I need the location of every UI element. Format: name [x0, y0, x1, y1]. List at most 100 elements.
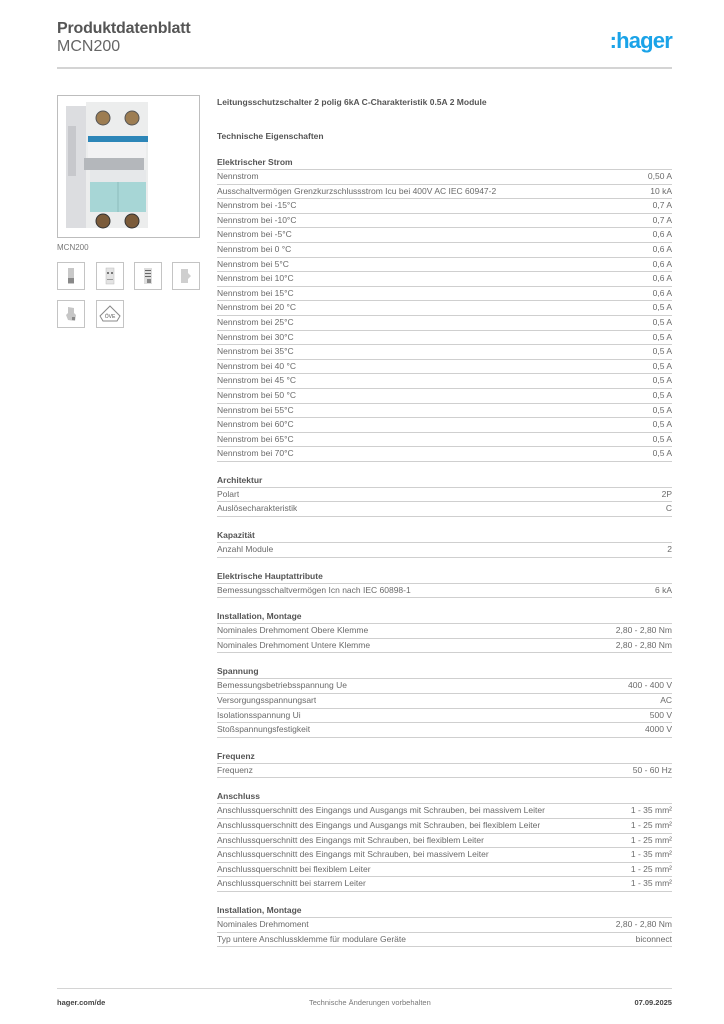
- product-description: Leitungsschutzschalter 2 polig 6kA C-Cha…: [217, 97, 487, 107]
- spec-row: Nennstrom bei 35°C 0,5 A: [217, 345, 672, 360]
- spec-value: 0,5 A: [652, 375, 672, 386]
- spec-row: Nennstrom bei 65°C 0,5 A: [217, 433, 672, 448]
- spec-label: Auslösecharakteristik: [217, 503, 298, 514]
- section-title: Elektrische Hauptattribute: [217, 570, 672, 584]
- page-footer: hager.com/de Technische Änderungen vorbe…: [57, 998, 672, 1007]
- section-title: Spannung: [217, 665, 672, 680]
- thumbnail-certification[interactable]: ÖVE: [96, 300, 124, 328]
- spec-label: Anschlussquerschnitt bei flexiblem Leite…: [217, 863, 371, 874]
- spec-value: 6 kA: [654, 584, 672, 595]
- section-title: Architektur: [217, 474, 672, 488]
- spec-value: 0,5 A: [652, 331, 672, 342]
- spec-value: 2: [667, 544, 672, 555]
- spec-row: Bemessungsschaltvermögen Icn nach IEC 60…: [217, 584, 672, 599]
- spec-label: Anschlussquerschnitt des Eingangs und Au…: [217, 820, 541, 830]
- spec-label: Anschlussquerschnitt des Eingangs und Au…: [217, 805, 545, 816]
- spec-row: Anschlussquerschnitt des Eingangs und Au…: [217, 819, 672, 834]
- spec-row: Nennstrom bei 25°C 0,5 A: [217, 316, 672, 331]
- section-title: Elektrischer Strom: [217, 156, 672, 170]
- spec-value: 0,6 A: [652, 258, 672, 269]
- section-title: Installation, Montage: [217, 904, 672, 918]
- spec-label: Anschlussquerschnitt des Eingangs mit Sc…: [217, 849, 489, 860]
- spec-label: Polart: [217, 488, 240, 499]
- footer-disclaimer: Technische Änderungen vorbehalten: [309, 998, 431, 1007]
- spec-row: Anschlussquerschnitt bei flexiblem Leite…: [217, 863, 672, 878]
- spec-value: 0,7 A: [652, 200, 672, 211]
- datasheet-content: Leitungsschutzschalter 2 polig 6kA C-Cha…: [217, 96, 672, 948]
- perspective-view-icon: [66, 307, 76, 321]
- spec-value: 0,6 A: [652, 273, 672, 284]
- spec-row: Typ untere Anschlussklemme für modulare …: [217, 933, 672, 948]
- spec-row: Frequenz 50 - 60 Hz: [217, 764, 672, 779]
- spec-value: 0,5 A: [652, 419, 672, 430]
- section-title: Anschluss: [217, 790, 672, 805]
- footer-divider: [57, 988, 672, 989]
- spec-value: 50 - 60 Hz: [632, 764, 672, 775]
- thumbnail-perspective-view[interactable]: [57, 300, 85, 328]
- thumbnail-front-view[interactable]: [57, 262, 85, 290]
- spec-label: Nominales Drehmoment Untere Klemme: [217, 639, 371, 650]
- footer-date: 07.09.2025: [634, 998, 672, 1007]
- spec-value: 1 - 35 mm²: [630, 878, 672, 889]
- thumbnail-front-detail[interactable]: [96, 262, 124, 290]
- spec-label: Bemessungsschaltvermögen Icn nach IEC 60…: [217, 584, 411, 595]
- front-view-icon: [68, 268, 74, 284]
- spec-value: 0,5 A: [652, 433, 672, 444]
- side-view-icon: [181, 269, 191, 283]
- footer-website-link[interactable]: hager.com/de: [57, 998, 106, 1007]
- hager-logo: :hager: [609, 28, 673, 53]
- spec-row: Anschlussquerschnitt des Eingangs mit Sc…: [217, 848, 672, 863]
- spec-value: 0,5 A: [652, 346, 672, 357]
- spec-row: Anschlussquerschnitt des Eingangs mit Sc…: [217, 834, 672, 849]
- spec-row: Polart 2P: [217, 488, 672, 503]
- spec-row: Anschlussquerschnitt des Eingangs und Au…: [217, 804, 672, 819]
- spec-value: AC: [660, 695, 672, 706]
- spec-label: Versorgungsspannungsart: [217, 695, 317, 706]
- spec-label: Nominales Drehmoment: [217, 918, 309, 929]
- spec-value: 0,6 A: [652, 243, 672, 254]
- spec-value: 0,5 A: [652, 316, 672, 327]
- spec-label: Ausschaltvermögen Grenzkurzschlussstrom …: [217, 185, 497, 196]
- spec-value: 2,80 - 2,80 Nm: [615, 918, 672, 929]
- spec-label: Typ untere Anschlussklemme für modulare …: [217, 933, 406, 944]
- front-detail-icon: [105, 267, 115, 285]
- spec-label: Nennstrom bei 40 °C: [217, 360, 296, 371]
- spec-label: Nennstrom bei 70°C: [217, 448, 294, 459]
- spec-value: 2,80 - 2,80 Nm: [615, 625, 672, 636]
- spec-label: Anschlussquerschnitt des Eingangs mit Sc…: [217, 834, 484, 845]
- spec-label: Nennstrom bei 15°C: [217, 287, 294, 298]
- spec-value: 2,80 - 2,80 Nm: [615, 639, 672, 650]
- spec-label: Nennstrom bei 65°C: [217, 433, 294, 444]
- spec-label: Nennstrom bei 10°C: [217, 273, 294, 284]
- spec-value: 2P: [661, 488, 672, 499]
- spec-label: Nennstrom bei 35°C: [217, 346, 294, 357]
- spec-label: Nennstrom bei 25°C: [217, 316, 294, 327]
- thumbnail-label-view[interactable]: [134, 262, 162, 290]
- page-header: Produktdatenblatt MCN200 :hager: [57, 20, 673, 56]
- spec-row: Versorgungsspannungsart AC: [217, 694, 672, 709]
- spec-label: Frequenz: [217, 764, 253, 775]
- product-code: MCN200: [57, 38, 121, 55]
- spec-value: biconnect: [635, 933, 672, 944]
- tech-properties-heading: Technische Eigenschaften: [217, 131, 324, 141]
- thumbnail-side-view[interactable]: [172, 262, 200, 290]
